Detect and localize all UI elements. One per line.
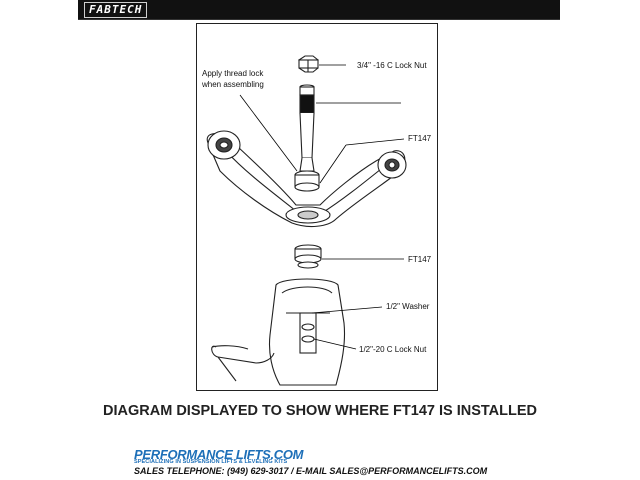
header-bar: FABTECH <box>78 0 560 20</box>
callout-ft147-bottom: FT147 <box>408 255 432 264</box>
callout-washer: 1/2" Washer <box>386 302 430 311</box>
ft147-top-ring <box>294 170 320 192</box>
ft147-bottom-ring <box>294 244 322 269</box>
ball-joint-diagram <box>206 55 407 386</box>
logo-tagline: SPECIALIZING IN SUSPENSION LIFTS & LEVEL… <box>134 459 288 465</box>
callout-top-lock-nut: 3/4" -16 C Lock Nut <box>357 61 427 70</box>
callout-thread-lock-line1: Apply thread lock <box>202 69 264 78</box>
ball-joint-stud <box>299 84 315 172</box>
callout-ft147-top: FT147 <box>408 134 432 143</box>
steering-knuckle <box>211 278 346 386</box>
contact-line: SALES TELEPHONE: (949) 629-3017 / E-MAIL… <box>134 466 488 476</box>
callout-thread-lock-line2: when assembling <box>202 80 264 89</box>
upper-control-arm <box>206 130 407 228</box>
callout-bottom-lock-nut: 1/2"-20 C Lock Nut <box>359 345 427 354</box>
performance-lifts-logo: PERFORMANCE LIFTS.COM <box>134 446 304 464</box>
logo-text: PERFORMANCE LIFTS.COM <box>134 447 304 462</box>
fabtech-logo: FABTECH <box>84 2 148 18</box>
top-lock-nut <box>298 55 319 73</box>
diagram-caption: DIAGRAM DISPLAYED TO SHOW WHERE FT147 IS… <box>103 403 537 419</box>
